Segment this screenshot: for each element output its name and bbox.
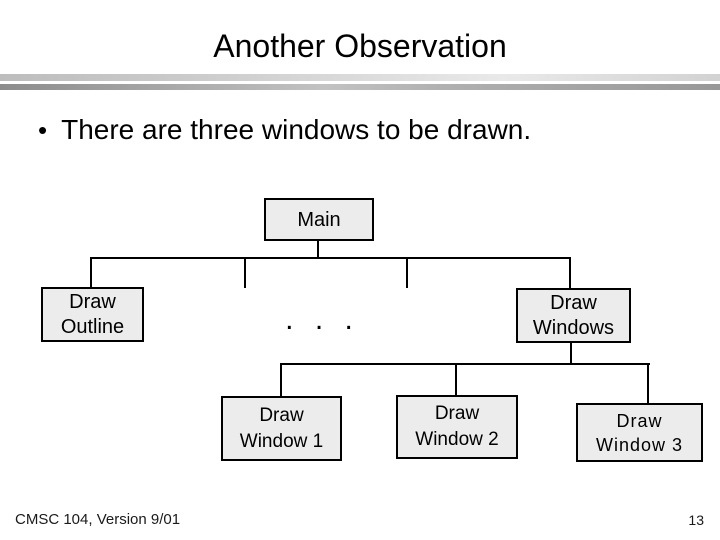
connector-to-draw-outline [90,257,92,288]
connector-stub-right [406,257,408,288]
node-draw-outline: Draw Outline [41,287,144,342]
node-draw-outline-line2: Outline [60,315,125,338]
connector-main-down [317,240,319,258]
node-main-label: Main [297,208,341,231]
connector-to-draw-window-2 [455,363,457,396]
node-draw-windows-line1: Draw [550,291,597,314]
node-draw-windows: Draw Windows [516,288,631,343]
slide-page-number: 13 [688,512,704,528]
connector-draw-windows-down [570,341,572,365]
bullet-icon: • [38,115,48,145]
bullet-text: There are three windows to be drawn. [61,114,532,145]
ellipsis-label: . . . [285,303,353,336]
node-main: Main [264,198,374,241]
connector-stub-left [244,257,246,288]
node-draw-window-3-line1: Draw [616,410,663,431]
connector-to-draw-window-3 [647,363,649,404]
node-draw-window-2: Draw Window 2 [396,395,518,459]
connector-to-draw-windows [569,257,571,289]
node-draw-window-1: Draw Window 1 [221,396,342,461]
node-draw-window-2-line1: Draw [434,403,480,424]
slide-title: Another Observation [213,28,507,64]
node-draw-window-2-line2: Window 2 [415,429,499,450]
bullet-item: • There are three windows to be drawn. [38,113,531,147]
title-divider-bottom [0,84,720,90]
node-draw-window-3: Draw Window 3 [576,403,703,462]
node-draw-window-1-line2: Window 1 [239,430,324,452]
node-draw-window-1-line1: Draw [259,404,304,426]
connector-bottom-horizontal [280,363,650,365]
title-divider-top [0,74,720,81]
connector-to-draw-window-1 [280,363,282,397]
footer-course-label: CMSC 104, Version 9/01 [15,511,181,528]
node-draw-outline-line1: Draw [69,290,116,313]
node-draw-windows-line2: Windows [532,316,615,339]
node-draw-window-3-line2: Window 3 [595,434,684,455]
connector-top-horizontal [90,257,571,259]
